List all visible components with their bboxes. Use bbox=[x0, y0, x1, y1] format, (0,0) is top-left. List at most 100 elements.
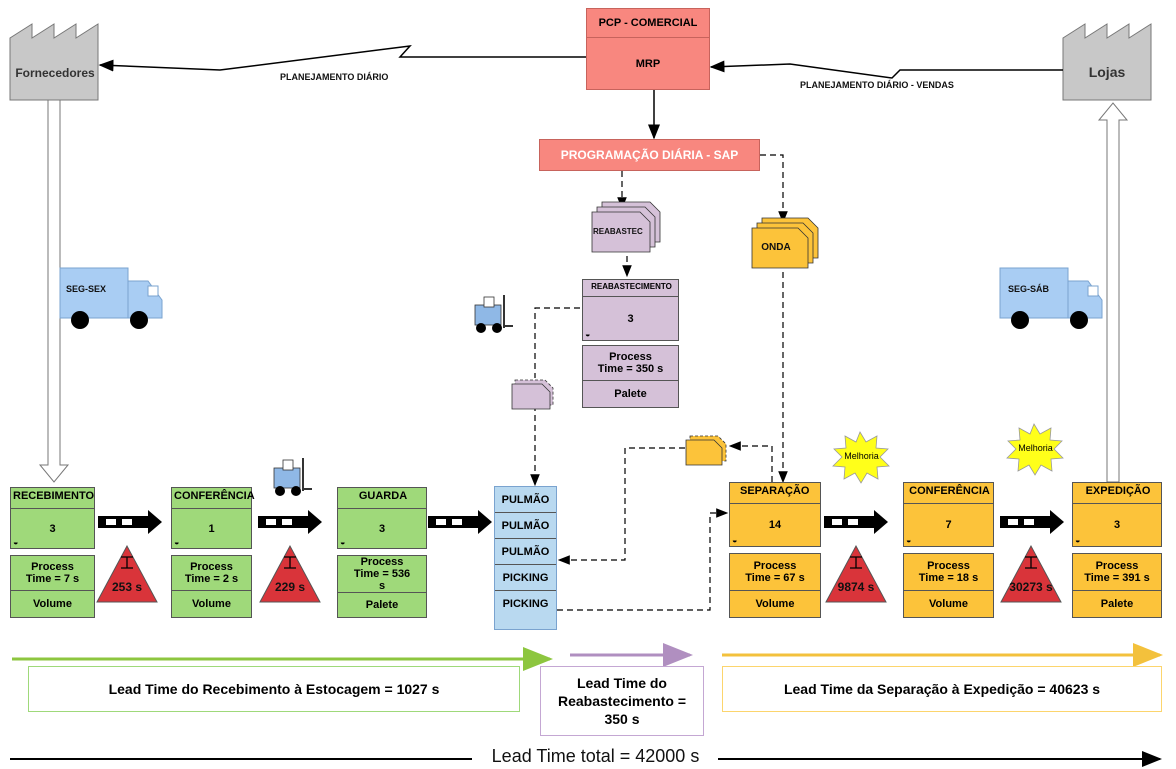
melhoria-label: Melhoria bbox=[844, 451, 879, 461]
data-box-conferencia-2: Process Time = 18 s Volume bbox=[903, 553, 994, 618]
reabastecimento-data-box: Process Time = 350 s Palete bbox=[582, 345, 679, 408]
process-time: Process Time = 67 s bbox=[730, 554, 820, 591]
lead-time-total-label: Lead Time total = 42000 s bbox=[491, 746, 700, 766]
process-operators: 7◒ bbox=[904, 504, 993, 546]
reabastecimento-process-box: REABASTECIMENTO 3 ◒ bbox=[582, 279, 679, 341]
planejamento-right-label: PLANEJAMENTO DIÁRIO - VENDAS bbox=[800, 80, 954, 90]
inventory-time: 30273 s bbox=[1009, 580, 1053, 594]
process-conferencia-2: CONFERÊNCIA 7◒ bbox=[903, 482, 994, 547]
storage-slot: PULMÃO bbox=[495, 487, 556, 513]
data-box-recebimento: Process Time = 7 s Volume bbox=[10, 555, 95, 618]
push-arrow-5 bbox=[1000, 510, 1064, 534]
reabastec-kanban-label: REABASTEC bbox=[593, 227, 643, 236]
forklift-icon-1 bbox=[474, 295, 513, 333]
process-expedicao: EXPEDIÇÃO 3◒ bbox=[1072, 482, 1162, 547]
process-recebimento: RECEBIMENTO 3◒ bbox=[10, 487, 95, 549]
process-title: EXPEDIÇÃO bbox=[1073, 483, 1161, 504]
lead-time-estocagem-box: Lead Time do Recebimento à Estocagem = 1… bbox=[28, 666, 520, 712]
reabastecimento-unit: Palete bbox=[614, 388, 647, 400]
operator-icon: ◒ bbox=[585, 329, 591, 339]
data-box-separacao: Process Time = 67 s Volume bbox=[729, 553, 821, 618]
inventory-time: 229 s bbox=[274, 580, 306, 594]
data-box-expedicao: Process Time = 391 s Palete bbox=[1072, 553, 1162, 618]
push-arrow-4 bbox=[824, 510, 888, 534]
planejamento-left-label: PLANEJAMENTO DIÁRIO bbox=[280, 72, 389, 82]
info-flow-left bbox=[98, 45, 586, 72]
operator-icon: ◒ bbox=[174, 537, 180, 547]
operator-icon: ◒ bbox=[1075, 535, 1081, 545]
withdrawal-kanban-purple bbox=[511, 379, 554, 410]
operator-count: 3 bbox=[378, 522, 386, 535]
process-operators: 1◒ bbox=[172, 509, 251, 548]
process-operators: 3◒ bbox=[1073, 504, 1161, 546]
push-arrow-3 bbox=[428, 510, 492, 534]
storage-slot: PICKING bbox=[502, 597, 549, 610]
storage-slot: PULMÃO bbox=[495, 513, 556, 539]
forklift-icon-2 bbox=[273, 458, 312, 496]
store-shipment-arrow bbox=[1097, 102, 1129, 483]
inventory-triangle-1 bbox=[96, 544, 158, 603]
supplier-shipment-arrow bbox=[38, 99, 70, 483]
inventory-time: 253 s bbox=[111, 580, 143, 594]
onda-kanban-stack bbox=[751, 217, 819, 269]
reabastecimento-process-time: Process Time = 350 s bbox=[583, 346, 678, 381]
process-operators: 3◒ bbox=[338, 509, 426, 548]
lojas-label: Lojas bbox=[1088, 64, 1126, 80]
kanban-to-pulmao3-dashed bbox=[557, 447, 685, 565]
process-title: CONFERÊNCIA bbox=[172, 488, 255, 509]
onda-kanban-label: ONDA bbox=[761, 242, 791, 253]
reabastec-kanban-stack bbox=[591, 201, 661, 253]
sap-to-onda-dashed bbox=[760, 154, 788, 224]
process-unit: Volume bbox=[33, 598, 72, 610]
lead-time-separacao-box: Lead Time da Separação à Expedição = 406… bbox=[722, 666, 1162, 712]
process-time: Process Time = 7 s bbox=[11, 556, 94, 591]
truck-left-icon bbox=[59, 267, 163, 329]
process-title: GUARDA bbox=[338, 488, 426, 509]
withdrawal-kanban-orange bbox=[685, 435, 727, 466]
operator-count: 7 bbox=[945, 519, 952, 531]
process-unit: Volume bbox=[929, 598, 968, 610]
storage-slot: PULMÃO bbox=[495, 539, 556, 565]
lead-time-reabastecimento-box: Lead Time do Reabastecimento = 350 s bbox=[540, 666, 704, 736]
storage-slot: PICKING bbox=[495, 565, 556, 591]
separacao-to-kanban-dashed bbox=[728, 441, 773, 482]
operator-icon: ◒ bbox=[906, 535, 912, 545]
operator-icon: ◒ bbox=[13, 537, 19, 547]
pcp-label: PCP - COMERCIAL bbox=[587, 9, 709, 38]
process-title: SEPARAÇÃO bbox=[730, 483, 820, 504]
operator-icon: ◒ bbox=[732, 535, 738, 545]
kaizen-burst-2 bbox=[1006, 423, 1064, 476]
reabastecimento-operator-count: 3 bbox=[627, 312, 634, 325]
melhoria-label: Melhoria bbox=[1018, 443, 1053, 453]
info-flow-right bbox=[709, 60, 1063, 79]
process-unit: Volume bbox=[192, 598, 231, 610]
operator-count: 3 bbox=[49, 522, 56, 535]
inventory-triangle-2 bbox=[259, 544, 321, 603]
pcp-box: PCP - COMERCIAL MRP bbox=[586, 8, 710, 90]
data-box-guarda: Process Time = 536 s Palete bbox=[337, 555, 427, 618]
process-operators: 3◒ bbox=[11, 509, 94, 548]
operator-count: 1 bbox=[208, 522, 215, 535]
process-conferencia-1: CONFERÊNCIA 1◒ bbox=[171, 487, 255, 549]
process-guarda: GUARDA 3◒ bbox=[337, 487, 427, 549]
push-arrow-2 bbox=[258, 510, 322, 534]
fornecedores-factory-icon bbox=[9, 23, 99, 101]
reabastecimento-title: REABASTECIMENTO bbox=[583, 280, 678, 297]
process-unit: Palete bbox=[1100, 598, 1134, 610]
truck-right-icon bbox=[999, 267, 1103, 329]
truck-left-label: SEG-SEX bbox=[66, 284, 107, 294]
process-unit: Volume bbox=[755, 598, 795, 610]
operator-icon: ◒ bbox=[340, 537, 346, 547]
process-title: RECEBIMENTO bbox=[11, 488, 94, 509]
mrp-label: MRP bbox=[635, 58, 661, 70]
picking-to-separacao-dashed bbox=[557, 508, 729, 611]
kaizen-burst-1 bbox=[832, 431, 890, 484]
process-title: CONFERÊNCIA bbox=[904, 483, 993, 504]
process-operators: 14◒ bbox=[730, 504, 820, 546]
reabastecimento-to-kanban-dashed bbox=[534, 307, 580, 378]
process-time: Process Time = 391 s bbox=[1073, 554, 1161, 591]
fornecedores-label: Fornecedores bbox=[15, 66, 95, 80]
lojas-factory-icon bbox=[1062, 23, 1152, 101]
data-box-conferencia-1: Process Time = 2 s Volume bbox=[171, 555, 252, 618]
